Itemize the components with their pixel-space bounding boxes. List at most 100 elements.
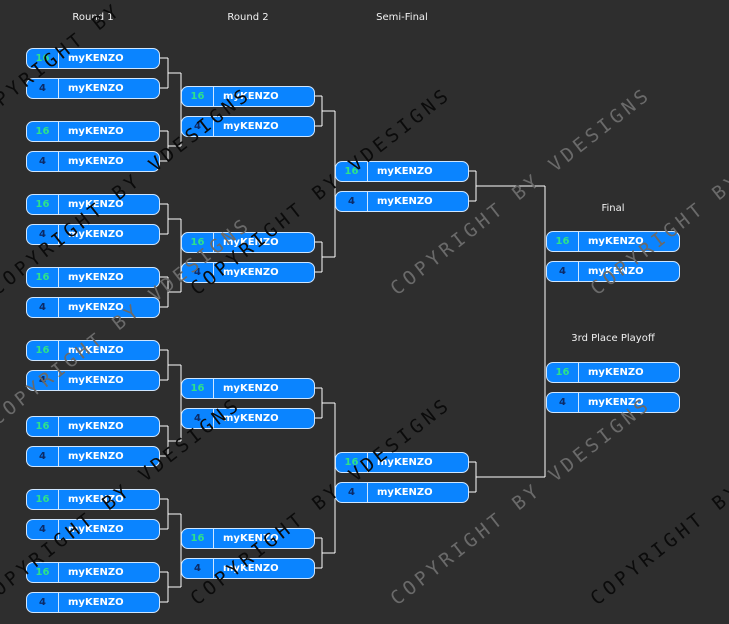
team-name: myKENZO — [223, 533, 279, 544]
team-name: myKENZO — [223, 563, 279, 574]
team-slot-round-1[interactable]: 4 myKENZO — [26, 592, 160, 613]
team-slot-semi-final[interactable]: 4 myKENZO — [335, 191, 469, 212]
seed-label: 16 — [336, 453, 368, 472]
team-slot-round-2[interactable]: 4 myKENZO — [181, 262, 315, 283]
seed-label: 4 — [27, 593, 59, 612]
team-slot-semi-final[interactable]: 16 myKENZO — [335, 452, 469, 473]
seed-label: 4 — [547, 262, 579, 281]
team-slot-semi-final[interactable]: 16 myKENZO — [335, 161, 469, 182]
seed-label: 16 — [27, 417, 59, 436]
team-name: myKENZO — [68, 272, 124, 283]
team-slot-round-1[interactable]: 16 myKENZO — [26, 562, 160, 583]
team-name: myKENZO — [223, 237, 279, 248]
seed-label: 16 — [547, 363, 579, 382]
team-name: myKENZO — [68, 494, 124, 505]
team-name: myKENZO — [377, 487, 433, 498]
team-slot-round-1[interactable]: 16 myKENZO — [26, 340, 160, 361]
team-name: myKENZO — [68, 375, 124, 386]
team-name: myKENZO — [68, 451, 124, 462]
seed-label: 16 — [27, 490, 59, 509]
team-slot-semi-final[interactable]: 4 myKENZO — [335, 482, 469, 503]
header-final: Final — [601, 203, 625, 214]
seed-label: 16 — [182, 87, 214, 106]
seed-label: 16 — [182, 529, 214, 548]
team-slot-final[interactable]: 16 myKENZO — [546, 231, 680, 252]
team-slot-round-2[interactable]: 16 myKENZO — [181, 528, 315, 549]
seed-label: 16 — [27, 563, 59, 582]
team-slot-round-1[interactable]: 4 myKENZO — [26, 151, 160, 172]
team-name: myKENZO — [68, 567, 124, 578]
team-name: myKENZO — [68, 597, 124, 608]
team-slot-round-1[interactable]: 16 myKENZO — [26, 416, 160, 437]
team-slot-round-2[interactable]: 4 myKENZO — [181, 116, 315, 137]
header-3rd-place: 3rd Place Playoff — [571, 333, 655, 344]
team-name: myKENZO — [588, 236, 644, 247]
team-slot-round-1[interactable]: 16 myKENZO — [26, 48, 160, 69]
team-name: myKENZO — [68, 302, 124, 313]
team-slot-round-1[interactable]: 4 myKENZO — [26, 224, 160, 245]
seed-label: 4 — [27, 79, 59, 98]
seed-label: 4 — [182, 409, 214, 428]
team-name: myKENZO — [588, 367, 644, 378]
seed-label: 16 — [27, 195, 59, 214]
team-name: myKENZO — [588, 266, 644, 277]
team-slot-round-1[interactable]: 16 myKENZO — [26, 267, 160, 288]
seed-label: 4 — [182, 263, 214, 282]
team-name: myKENZO — [377, 166, 433, 177]
seed-label: 4 — [336, 483, 368, 502]
team-slot-round-1[interactable]: 4 myKENZO — [26, 297, 160, 318]
team-name: myKENZO — [68, 126, 124, 137]
seed-label: 16 — [182, 233, 214, 252]
seed-label: 16 — [547, 232, 579, 251]
seed-label: 4 — [27, 225, 59, 244]
team-name: myKENZO — [588, 397, 644, 408]
team-name: myKENZO — [68, 83, 124, 94]
seed-label: 16 — [27, 268, 59, 287]
seed-label: 16 — [182, 379, 214, 398]
seed-label: 16 — [27, 49, 59, 68]
team-name: myKENZO — [223, 91, 279, 102]
team-slot-round-1[interactable]: 4 myKENZO — [26, 370, 160, 391]
team-slot-round-1[interactable]: 16 myKENZO — [26, 489, 160, 510]
seed-label: 4 — [182, 559, 214, 578]
team-name: myKENZO — [68, 229, 124, 240]
team-slot-round-1[interactable]: 4 myKENZO — [26, 78, 160, 99]
team-name: myKENZO — [223, 383, 279, 394]
seed-label: 4 — [27, 520, 59, 539]
team-name: myKENZO — [377, 196, 433, 207]
team-name: myKENZO — [68, 156, 124, 167]
team-name: myKENZO — [68, 421, 124, 432]
seed-label: 16 — [27, 122, 59, 141]
team-name: myKENZO — [223, 413, 279, 424]
team-slot-final[interactable]: 4 myKENZO — [546, 261, 680, 282]
team-name: myKENZO — [68, 345, 124, 356]
team-name: myKENZO — [223, 121, 279, 132]
team-slot-third-place[interactable]: 4 myKENZO — [546, 392, 680, 413]
team-slot-round-2[interactable]: 16 myKENZO — [181, 232, 315, 253]
seed-label: 4 — [182, 117, 214, 136]
seed-label: 4 — [27, 298, 59, 317]
seed-label: 4 — [547, 393, 579, 412]
header-semi-final: Semi-Final — [376, 12, 428, 23]
team-name: myKENZO — [68, 524, 124, 535]
seed-label: 16 — [336, 162, 368, 181]
header-round-2: Round 2 — [227, 12, 269, 23]
team-name: myKENZO — [68, 53, 124, 64]
seed-label: 4 — [27, 371, 59, 390]
header-round-1: Round 1 — [72, 12, 114, 23]
team-name: myKENZO — [223, 267, 279, 278]
seed-label: 16 — [27, 341, 59, 360]
seed-label: 4 — [27, 152, 59, 171]
team-slot-round-1[interactable]: 16 myKENZO — [26, 121, 160, 142]
team-slot-round-2[interactable]: 16 myKENZO — [181, 86, 315, 107]
team-name: myKENZO — [377, 457, 433, 468]
team-slot-round-2[interactable]: 4 myKENZO — [181, 408, 315, 429]
team-slot-round-2[interactable]: 4 myKENZO — [181, 558, 315, 579]
team-slot-round-2[interactable]: 16 myKENZO — [181, 378, 315, 399]
team-slot-third-place[interactable]: 16 myKENZO — [546, 362, 680, 383]
team-slot-round-1[interactable]: 4 myKENZO — [26, 519, 160, 540]
seed-label: 4 — [336, 192, 368, 211]
